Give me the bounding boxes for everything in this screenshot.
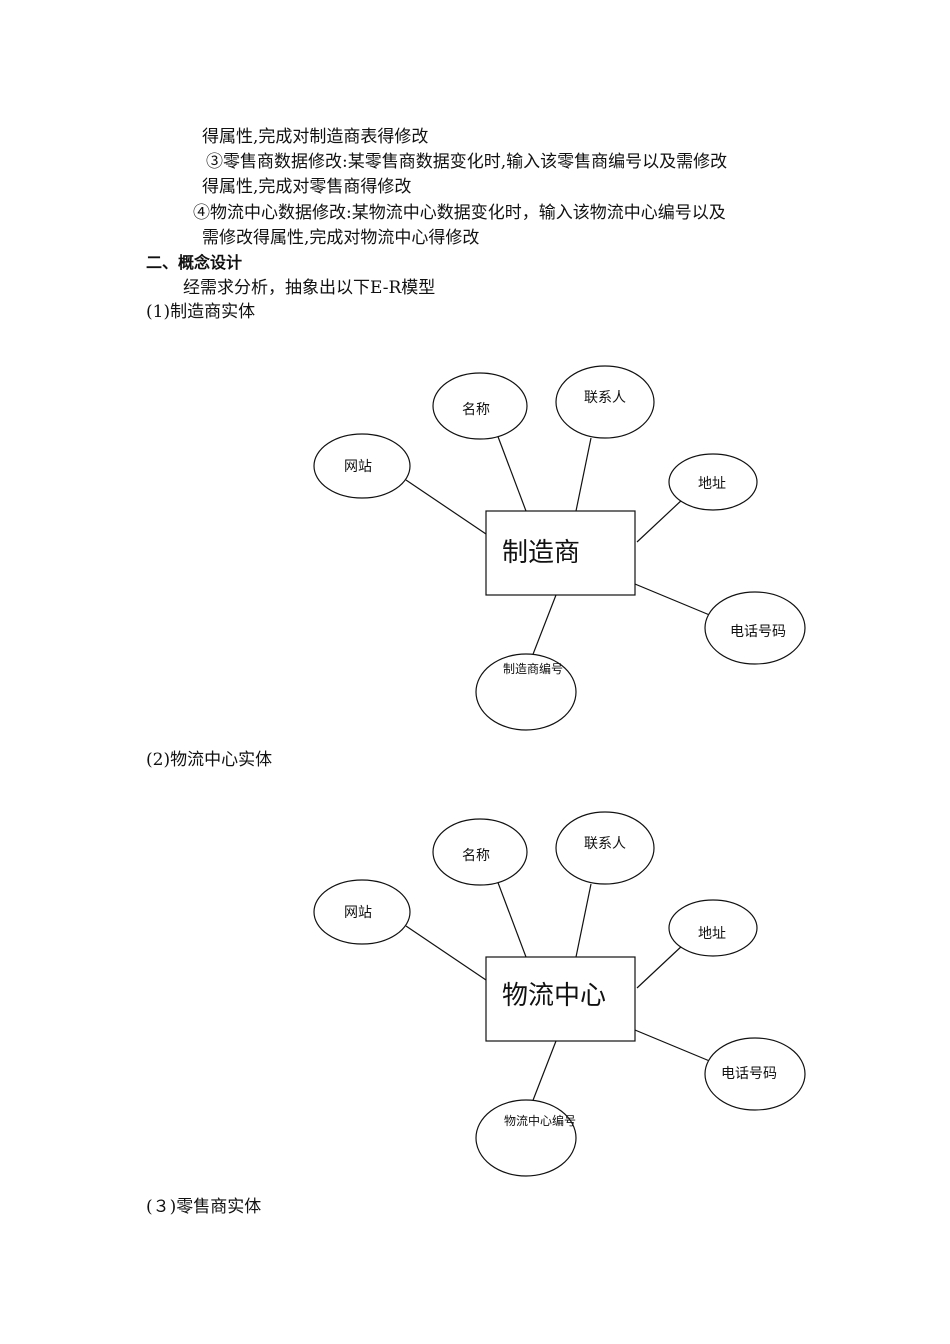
attr-id-label: 制造商编号: [503, 662, 564, 676]
connector-address: [636, 497, 685, 543]
connector-address: [636, 943, 685, 989]
attr-website-label: 网站: [344, 459, 372, 475]
connector-contact: [575, 883, 592, 958]
caption-retailer: (３)零售商实体: [146, 1197, 262, 1217]
attr-name-ellipse: [432, 372, 528, 440]
attr-address-ellipse: [668, 899, 758, 957]
intro-line: 经需求分析，抽象出以下E-R模型: [183, 278, 436, 298]
attr-phone-ellipse: [704, 591, 806, 665]
attr-name-label: 名称: [462, 848, 490, 864]
er-diagram-logistics: 网站 名称 联系人 地址 电话号码 物流中心编号 物流中心: [300, 808, 820, 1188]
paragraph-line-5: 需修改得属性,完成对物流中心得修改: [202, 228, 480, 248]
attr-id-label: 物流中心编号: [504, 1114, 577, 1128]
attr-id-ellipse: [475, 653, 577, 731]
connector-id: [529, 594, 557, 663]
attr-address-label: 地址: [698, 476, 726, 492]
attr-id-ellipse: [475, 1099, 577, 1177]
paragraph-line-4: ④物流中心数据修改:某物流中心数据变化时，输入该物流中心编号以及: [193, 203, 726, 223]
caption-manufacturer: (1)制造商实体: [146, 302, 256, 322]
entity-box: [485, 510, 636, 596]
attr-phone-label: 电话号码: [721, 1066, 777, 1082]
paragraph-line-3: 得属性,完成对零售商得修改: [202, 177, 412, 197]
connector-phone: [634, 1029, 713, 1063]
section-heading: 二、概念设计: [146, 253, 243, 272]
er-diagram-logistics-shapes: [313, 811, 806, 1177]
connector-website: [405, 479, 487, 535]
attr-contact-ellipse: [555, 365, 655, 439]
attr-phone-ellipse: [704, 1037, 806, 1111]
connector-website: [405, 925, 487, 981]
attr-name-ellipse: [432, 818, 528, 886]
connector-id: [529, 1040, 557, 1109]
attr-website-label: 网站: [344, 905, 372, 921]
entity-label: 制造商: [502, 538, 581, 568]
attr-contact-ellipse: [555, 811, 655, 885]
attr-website-ellipse: [313, 879, 411, 945]
paragraph-line-2: ③零售商数据修改:某零售商数据变化时,输入该零售商编号以及需修改: [206, 152, 728, 172]
attr-address-ellipse: [668, 453, 758, 511]
attr-address-label: 地址: [698, 926, 726, 942]
paragraph-line-1: 得属性,完成对制造商表得修改: [202, 127, 429, 147]
attr-name-label: 名称: [462, 402, 490, 418]
attr-phone-label: 电话号码: [730, 624, 786, 640]
entity-box: [485, 956, 636, 1042]
attr-website-ellipse: [313, 433, 411, 499]
connector-name: [496, 433, 527, 512]
attr-contact-label: 联系人: [584, 836, 626, 852]
connector-phone: [634, 583, 713, 617]
attr-contact-label: 联系人: [584, 390, 626, 406]
er-diagram-manufacturer-shapes: [313, 365, 806, 731]
connector-name: [496, 879, 527, 958]
entity-label: 物流中心: [502, 981, 607, 1011]
connector-contact: [575, 437, 592, 512]
er-diagram-manufacturer: 网站 名称 联系人 地址 电话号码 制造商编号 制造商: [300, 362, 820, 742]
caption-logistics: (2)物流中心实体: [146, 750, 273, 770]
